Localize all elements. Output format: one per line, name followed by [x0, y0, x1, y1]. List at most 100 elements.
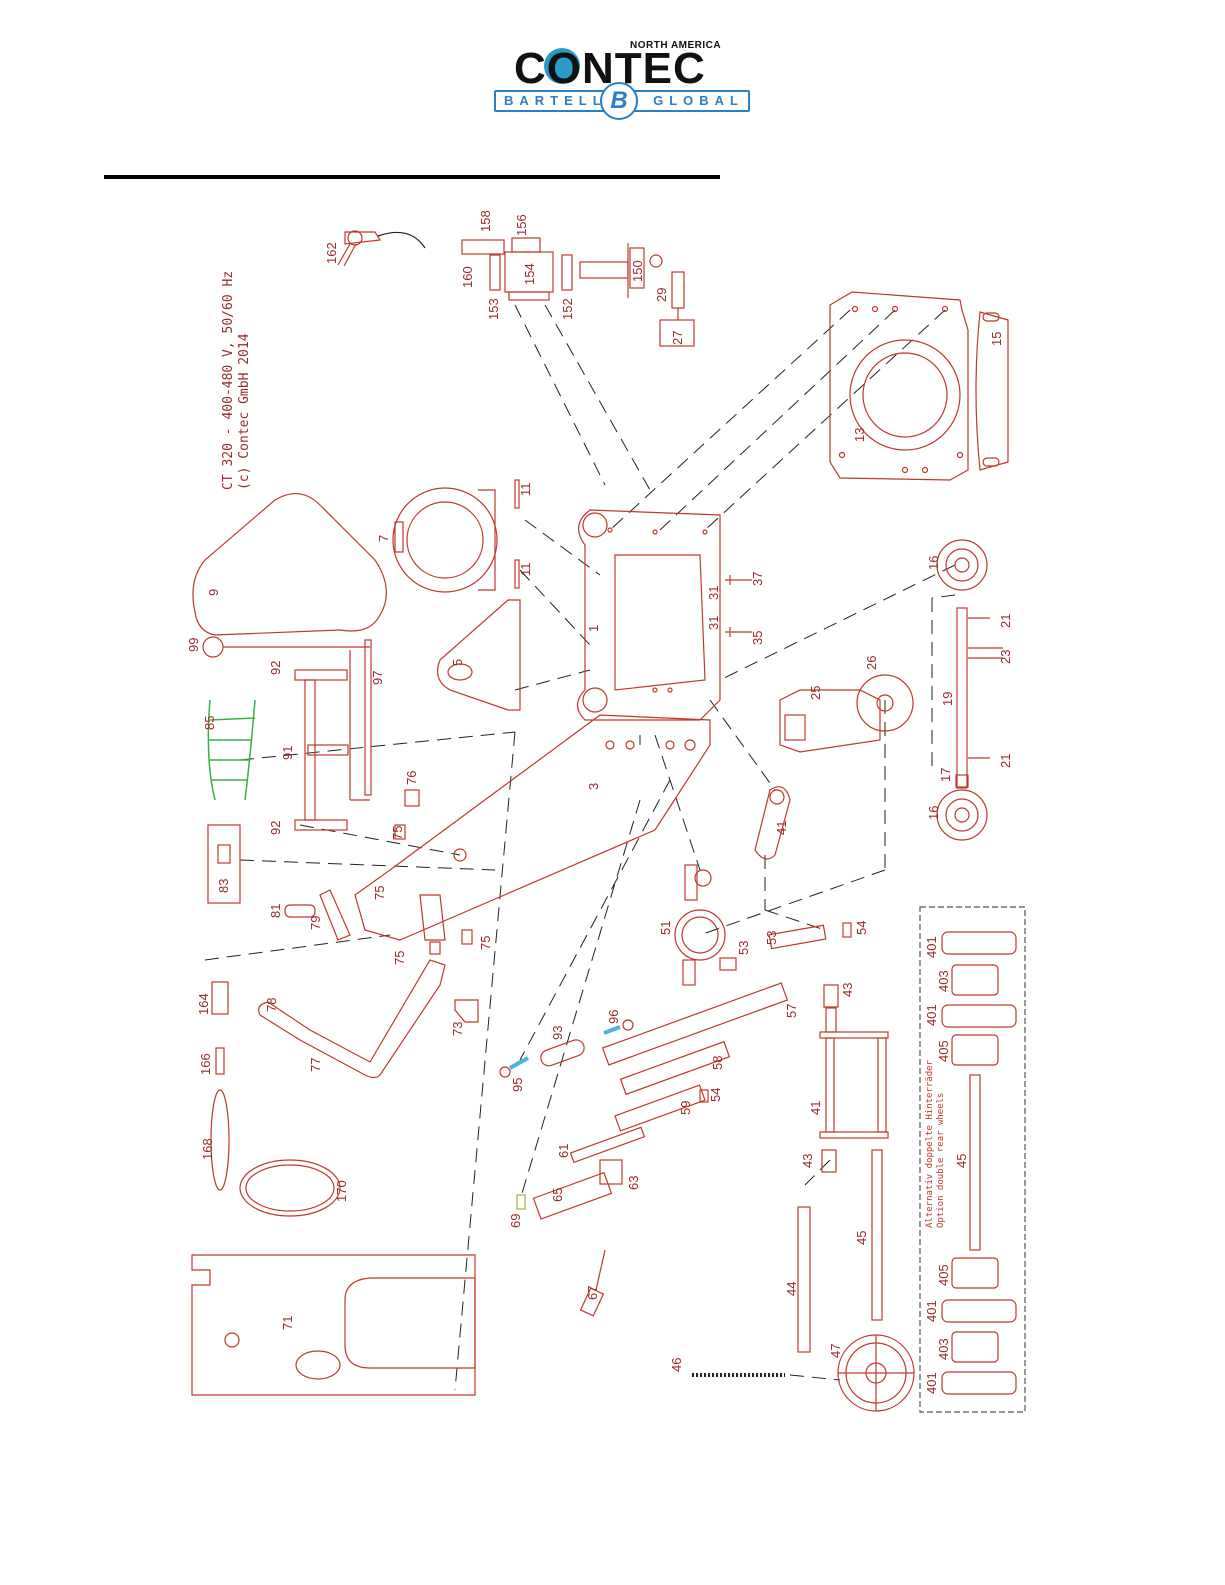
crosshair-icon: [544, 48, 580, 84]
part-168-loop: [210, 1089, 230, 1191]
label-41b: 41: [808, 1101, 823, 1115]
option-note-line2: Option double rear wheels: [936, 1093, 946, 1228]
logo-region: NORTH AMERICA: [630, 40, 722, 51]
part-16a-wheel: [936, 539, 988, 591]
part-166-plug: [215, 1047, 225, 1075]
label-13: 13: [852, 428, 867, 442]
part-41-axle: [819, 984, 889, 1139]
label-152: 152: [560, 298, 575, 320]
label-45b: 45: [954, 1154, 969, 1168]
part-54b-screw: [699, 1089, 709, 1103]
label-9: 9: [206, 589, 221, 596]
label-11a: 11: [518, 483, 533, 497]
label-154: 154: [522, 263, 537, 285]
logo-band-left: BARTELL: [504, 93, 607, 108]
label-403a: 403: [936, 970, 951, 992]
caption-line2: (c) Contec GmbH 2014: [237, 333, 252, 490]
label-71: 71: [280, 1316, 295, 1330]
part-95-highlight: [509, 1056, 529, 1070]
label-35: 35: [750, 631, 765, 645]
part-67-lever: [579, 1249, 606, 1317]
part-21-23-washers: [968, 617, 1003, 759]
label-405a: 405: [936, 1040, 951, 1062]
label-25: 25: [808, 686, 823, 700]
part-11b: [514, 559, 520, 589]
part-71-plate: [191, 1254, 476, 1396]
part-85-hose: [207, 699, 256, 801]
part-75b-clip: [429, 941, 441, 955]
part-91-column: [202, 636, 372, 831]
part-26-gearbox: [856, 674, 914, 732]
label-162: 162: [324, 242, 339, 264]
option-note: Alternativ doppelte Hinterräder Option d…: [925, 1059, 946, 1228]
label-85: 85: [202, 716, 217, 730]
part-45a-shaft: [871, 1149, 883, 1321]
part-76-clip: [404, 789, 420, 807]
option-note-line1: Alternativ doppelte Hinterräder: [925, 1059, 935, 1228]
label-78: 78: [264, 998, 279, 1012]
header-rule: [104, 175, 720, 179]
part-81-knob: [284, 889, 351, 941]
label-58: 58: [710, 1056, 725, 1070]
label-405b: 405: [936, 1264, 951, 1286]
part-83-box: [207, 824, 241, 904]
label-92b: 92: [268, 821, 283, 835]
label-75c: 75: [392, 951, 407, 965]
label-81: 81: [268, 904, 283, 918]
caption-line1: CT 320 - 400-480 V, 50/60 Hz: [221, 271, 236, 490]
part-58-cylinder: [619, 1040, 731, 1096]
label-16b: 16: [926, 806, 941, 820]
label-61: 61: [556, 1144, 571, 1158]
label-160: 160: [460, 266, 475, 288]
part-11a: [514, 479, 520, 509]
part-15-bracket: [975, 311, 1009, 471]
part-73-bracket: [454, 999, 479, 1023]
label-57: 57: [784, 1004, 799, 1018]
part-57-cylinder: [601, 982, 789, 1066]
part-77-handle: [258, 894, 446, 1079]
label-31a: 31: [706, 586, 721, 600]
part-54a-screw: [842, 922, 852, 938]
part-43b-bush: [821, 1149, 837, 1173]
label-158: 158: [478, 210, 493, 232]
label-37: 37: [750, 572, 765, 586]
part-44-bar: [797, 1206, 811, 1353]
label-45a: 45: [854, 1231, 869, 1245]
label-91: 91: [280, 746, 295, 760]
label-19: 19: [940, 692, 955, 706]
label-27: 27: [670, 331, 685, 345]
part-19-axle: [956, 607, 968, 789]
label-1: 1: [586, 625, 601, 632]
part-95-pin: [499, 1066, 511, 1078]
part-59-cylinder: [614, 1084, 706, 1132]
part-16b-wheel: [936, 789, 988, 841]
part-25-motor: [779, 689, 881, 753]
part-13-plate: [829, 291, 969, 481]
label-73: 73: [450, 1022, 465, 1036]
part-53b-rod: [768, 924, 827, 950]
label-79: 79: [308, 916, 323, 930]
label-168: 168: [200, 1138, 215, 1160]
part-164-connector: [211, 981, 229, 1015]
label-31b: 31: [706, 616, 721, 630]
label-21a: 21: [998, 614, 1013, 628]
label-29: 29: [654, 288, 669, 302]
label-92a: 92: [268, 661, 283, 675]
part-69-pin: [516, 1194, 526, 1210]
part-1-frame: [576, 509, 721, 721]
part-3-arm: [354, 714, 711, 941]
label-46: 46: [669, 1358, 684, 1372]
label-47: 47: [828, 1344, 843, 1358]
label-401b: 401: [924, 1004, 939, 1026]
label-16a: 16: [926, 556, 941, 570]
part-170-ring-inner: [245, 1164, 335, 1212]
label-67: 67: [585, 1286, 600, 1300]
label-11b: 11: [518, 563, 533, 577]
part-75a-clip: [394, 824, 406, 840]
assembly-leaders: [204, 304, 956, 1391]
label-53a: 53: [736, 941, 751, 955]
label-7: 7: [376, 535, 391, 542]
label-44: 44: [784, 1282, 799, 1296]
part-motor-assembly: [461, 237, 695, 347]
